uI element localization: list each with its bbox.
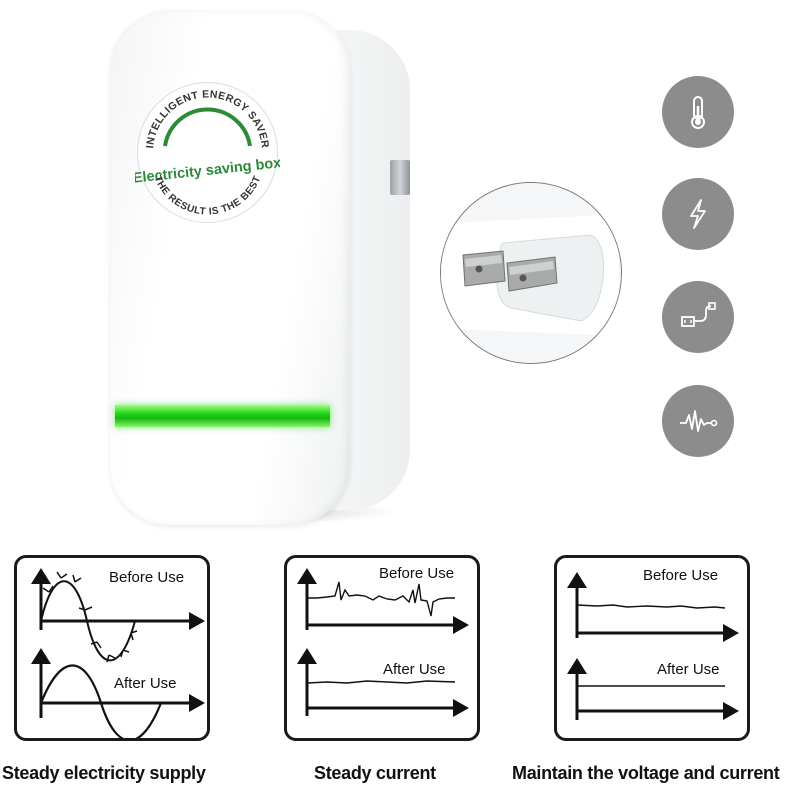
device-side-prong	[390, 160, 410, 195]
before-use-label: Before Use	[379, 565, 455, 582]
plug-closeup-circle	[440, 182, 622, 364]
after-use-label: After Use	[114, 675, 177, 692]
caption-maintain-voltage-current: Maintain the voltage and current	[512, 763, 780, 783]
panel-electricity-supply: Before Use After Use	[14, 555, 210, 741]
product-seal-logo: INTELLIGENT ENERGY SAVER Electricity sav…	[135, 82, 280, 223]
voltage-diagram	[567, 572, 739, 720]
green-led-strip	[115, 405, 330, 427]
energy-saver-device: INTELLIGENT ENERGY SAVER Electricity sav…	[110, 10, 410, 525]
caption-steady-electricity-supply: Steady electricity supply	[2, 763, 206, 783]
before-use-label: Before Use	[643, 567, 719, 584]
caption-steady-current: Steady current	[314, 763, 436, 783]
after-use-label: After Use	[383, 661, 446, 678]
us-plug-prongs-illustration	[441, 183, 621, 363]
thermometer-icon	[662, 76, 734, 148]
before-use-label: Before Use	[109, 569, 185, 586]
waveform-icon	[662, 385, 734, 457]
sine-wave-diagram	[31, 568, 205, 738]
usb-plug-icon	[662, 281, 734, 353]
panel-voltage-current: Before Use After Use	[554, 555, 750, 741]
panel-steady-current: Before Use After Use	[284, 555, 480, 741]
after-use-label: After Use	[657, 661, 720, 678]
lightning-icon	[662, 178, 734, 250]
current-diagram	[297, 568, 469, 717]
